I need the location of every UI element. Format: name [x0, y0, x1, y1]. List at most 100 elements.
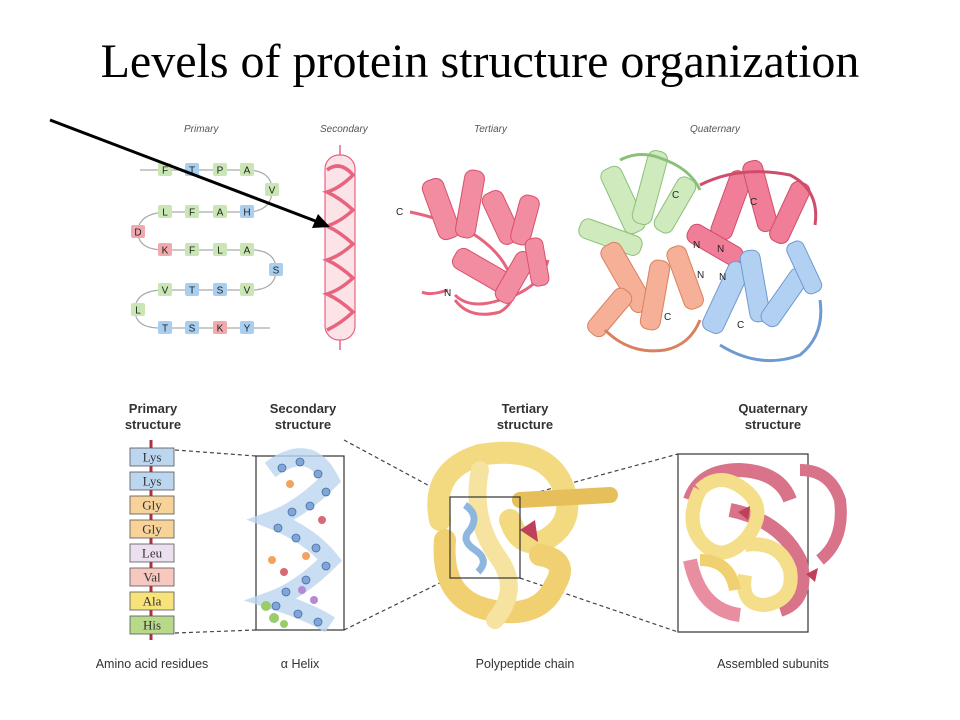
sequence-residue-code: S	[189, 324, 196, 335]
amino-acid-residue: His	[129, 615, 175, 635]
amino-acid-residue: Gly	[129, 495, 175, 515]
sequence-residue-box	[240, 283, 254, 296]
sequence-residue: T	[185, 283, 199, 297]
bottom-heading-primary-2: structure	[125, 417, 181, 432]
sequence-residue-box	[185, 243, 199, 256]
tertiary-fold	[409, 169, 550, 316]
sequence-residue-code: S	[217, 286, 224, 297]
amino-acid-box	[129, 495, 175, 515]
sequence-residue-box	[265, 183, 279, 196]
sequence-residue-box	[213, 283, 227, 296]
bottom-heading-quaternary-2: structure	[745, 417, 801, 432]
sequence-residue-box	[213, 205, 227, 218]
sequence-residue-box	[240, 205, 254, 218]
sequence-residue-box	[185, 283, 199, 296]
sequence-residue-code: V	[162, 286, 169, 297]
bottom-heading-tertiary-1: Tertiary	[502, 401, 549, 416]
amino-acid-box	[129, 447, 175, 467]
amino-acid-box	[129, 591, 175, 611]
subunit-blue	[702, 240, 823, 363]
quaternary-terminus-6: N	[719, 272, 726, 283]
sequence-residue-code: F	[189, 208, 195, 219]
quaternary-terminus-1: C	[672, 190, 679, 201]
bottom-heading-secondary-2: structure	[275, 417, 331, 432]
amino-acid-box	[129, 471, 175, 491]
quaternary-terminus-4: N	[717, 244, 724, 255]
amino-acid-name: Lys	[143, 450, 162, 465]
sequence-residue: H	[240, 205, 254, 219]
sequence-residue: L	[213, 243, 227, 257]
sequence-residue-code: Y	[244, 324, 251, 335]
amino-acid-name: Gly	[142, 498, 162, 513]
sequence-residue: T	[158, 321, 172, 335]
tertiary-c-terminus: C	[396, 207, 403, 218]
sequence-residue-box	[131, 225, 145, 238]
sequence-residue-code: T	[162, 324, 168, 335]
bottom-panel: Primary structure Secondary structure Te…	[96, 401, 847, 671]
sequence-residue-code: L	[217, 246, 223, 257]
sequence-residue-code: S	[273, 266, 280, 277]
bottom-heading-quaternary-1: Quaternary	[738, 401, 808, 416]
sequence-residue: K	[158, 243, 172, 257]
sequence-residue-code: H	[243, 208, 250, 219]
amino-acid-name: Gly	[142, 522, 162, 537]
sequence-residue-code: T	[189, 166, 195, 177]
subunit-green	[578, 149, 702, 256]
sequence-residue: S	[269, 263, 283, 277]
sequence-residue-box	[158, 283, 172, 296]
amino-acid-box	[129, 615, 175, 635]
amino-acid-box	[129, 519, 175, 539]
sequence-residue: L	[158, 205, 172, 219]
caption-alpha-helix: α Helix	[281, 657, 320, 671]
sequence-residue: V	[265, 183, 279, 197]
amino-acid-residue: Val	[129, 567, 175, 587]
caption-assembled-subunits: Assembled subunits	[717, 657, 829, 671]
sequence-residue: K	[213, 321, 227, 335]
sequence-residue: A	[240, 163, 254, 177]
zoom-connectors	[174, 439, 679, 634]
sequence-residue-code: K	[217, 324, 224, 335]
amino-acid-residue: Lys	[129, 471, 175, 491]
quaternary-terminus-2: C	[750, 197, 757, 208]
sequence-residue-code: P	[217, 166, 224, 177]
amino-acid-name: His	[143, 618, 161, 633]
sequence-residue-code: A	[244, 246, 251, 257]
top-heading-primary: Primary	[184, 124, 219, 135]
amino-acid-residue: Lys	[129, 447, 175, 467]
sequence-residue: V	[158, 283, 172, 297]
top-heading-quaternary: Quaternary	[690, 124, 741, 135]
amino-acid-residue: Ala	[129, 591, 175, 611]
assembled-subunits	[677, 453, 847, 633]
amino-acid-residue: Leu	[129, 543, 175, 563]
quaternary-terminus-7: C	[664, 312, 671, 323]
sequence-residue-box	[131, 303, 145, 316]
sequence-residue: A	[240, 243, 254, 257]
sequence-residue-code: T	[189, 286, 195, 297]
pointer-arrow	[49, 118, 330, 228]
quaternary-terminus-3: N	[693, 240, 700, 251]
amino-acid-box	[129, 543, 175, 563]
caption-polypeptide-chain: Polypeptide chain	[476, 657, 575, 671]
quaternary-terminus-8: C	[737, 320, 744, 331]
amino-acid-name: Ala	[143, 594, 162, 609]
sequence-residue: S	[185, 321, 199, 335]
tertiary-n-terminus: N	[444, 288, 451, 299]
sequence-residue-box	[185, 321, 199, 334]
amino-acid-name: Val	[143, 570, 161, 585]
sequence-residue: V	[240, 283, 254, 297]
sequence-residue-box	[269, 263, 283, 276]
top-heading-secondary: Secondary	[320, 124, 369, 135]
sequence-residue-code: A	[217, 208, 224, 219]
alpha-helix-cylinder	[322, 145, 356, 350]
bottom-heading-tertiary-2: structure	[497, 417, 553, 432]
sequence-residue-box	[213, 243, 227, 256]
sequence-residue: F	[185, 243, 199, 257]
sequence-residue-code: V	[269, 186, 276, 197]
bottom-heading-secondary-1: Secondary	[270, 401, 337, 416]
sequence-residue: F	[185, 205, 199, 219]
sequence-residue-code: A	[244, 166, 251, 177]
